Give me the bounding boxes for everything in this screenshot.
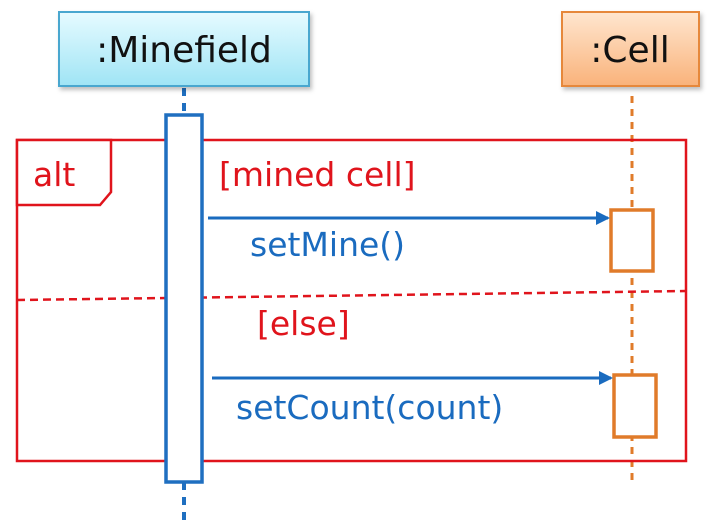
participant-cell-box	[561, 11, 700, 87]
alt-operand-separator	[16, 289, 687, 302]
alt-fragment-operator-tab	[15, 138, 113, 207]
message-label-setcount: setCount(count)	[236, 388, 503, 427]
alt-fragment-frame	[15, 138, 688, 463]
guard-else: [else]	[257, 304, 350, 343]
guard-mined-cell: [mined cell]	[219, 155, 416, 194]
participant-minefield: :Minefield	[58, 11, 310, 87]
cell-activation-bar-1	[609, 208, 655, 273]
participant-minefield-box	[58, 11, 310, 87]
cell-activation-bar-2	[612, 373, 658, 439]
minefield-activation-bar	[164, 113, 204, 484]
participant-minefield-label: :Minefield	[96, 30, 272, 71]
message-label-setmine: setMine()	[250, 225, 405, 264]
participant-cell: :Cell	[561, 11, 700, 87]
participant-cell-label: :Cell	[590, 30, 669, 71]
alt-fragment-operator: alt	[33, 155, 75, 194]
